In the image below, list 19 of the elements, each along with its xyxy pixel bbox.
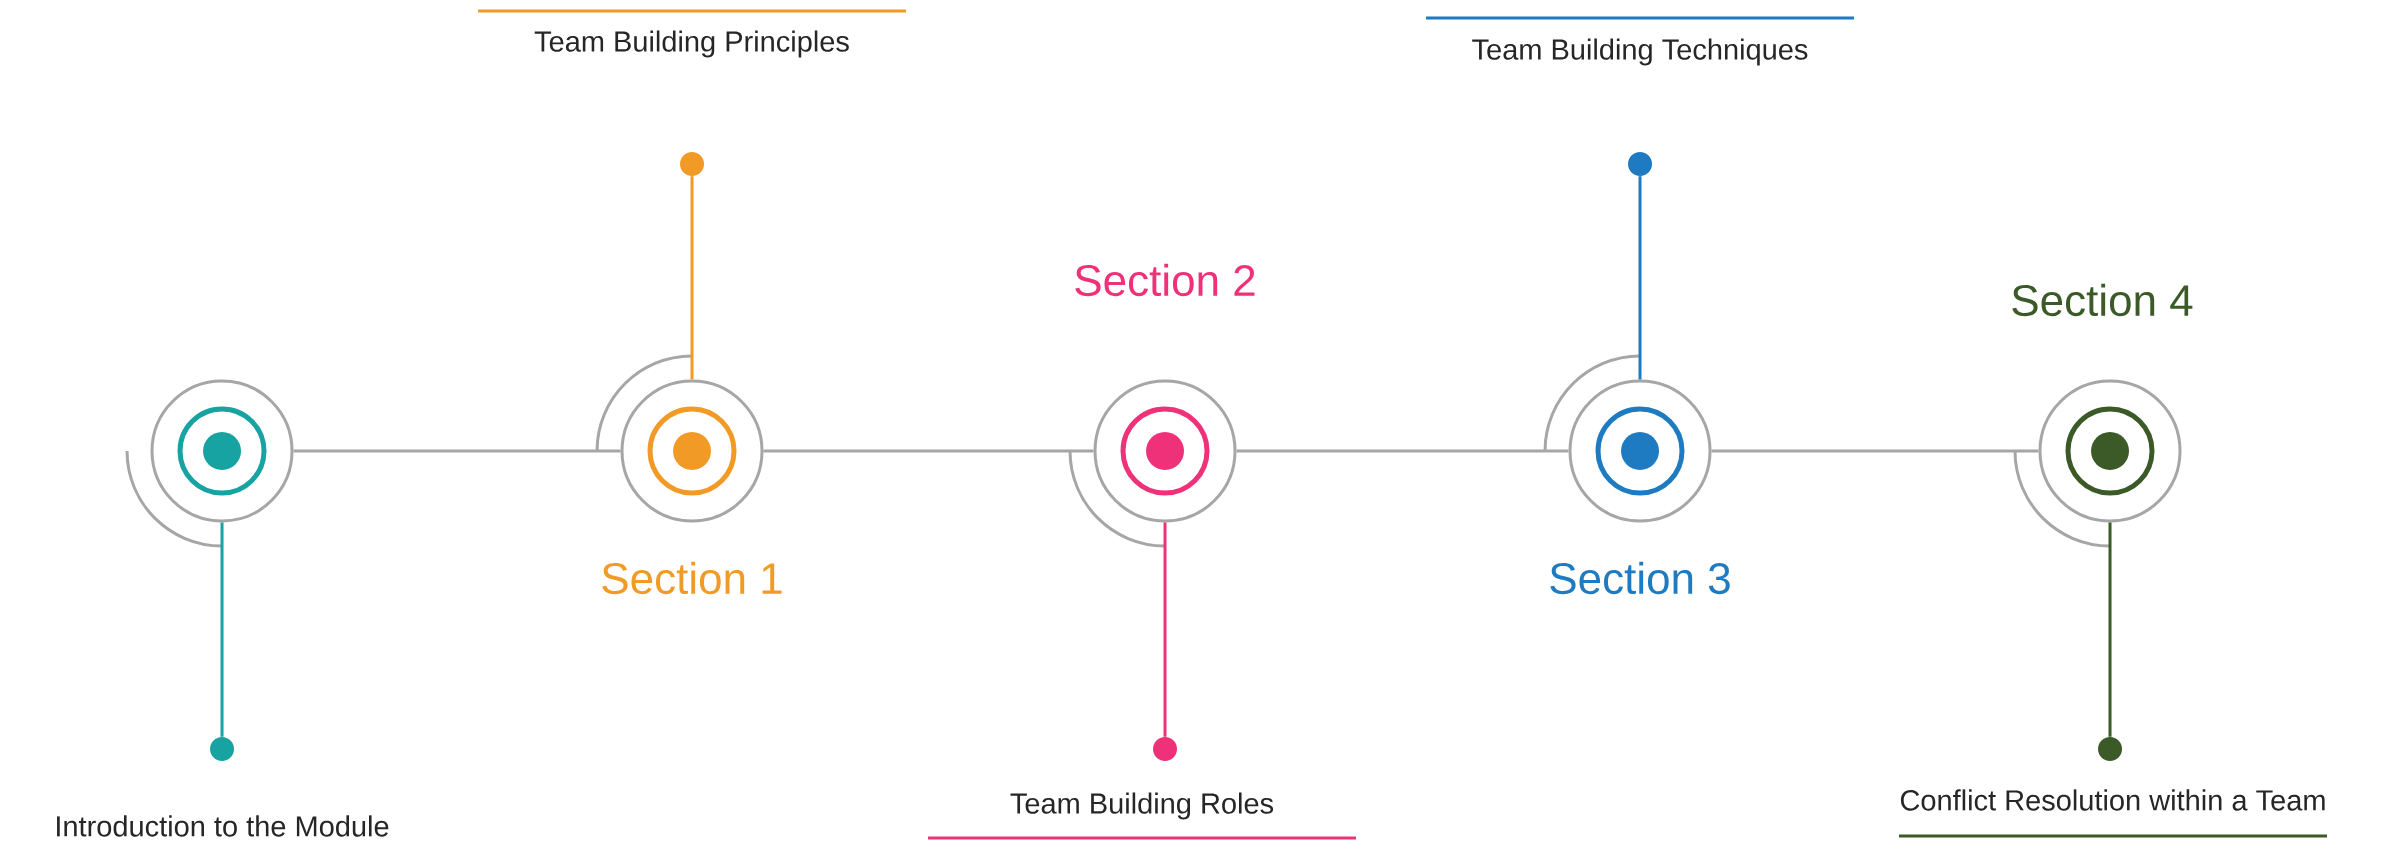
topic-label: Team Building Principles xyxy=(534,30,849,58)
connector-line xyxy=(1711,449,2039,453)
section-label: Section 2 xyxy=(1075,263,1255,297)
leader-line xyxy=(690,176,694,380)
section-label: Section 3 xyxy=(1550,561,1730,595)
topic-label: Team Building Roles xyxy=(1010,792,1274,820)
leader-line xyxy=(1638,176,1642,380)
topic-label: Conflict Resolution within a Team xyxy=(1900,789,2325,811)
connector-line xyxy=(763,449,1094,453)
leader-line xyxy=(2108,522,2112,737)
leader-line xyxy=(1163,522,1167,737)
leader-line xyxy=(220,522,224,737)
topic-label: Introduction to the Module xyxy=(57,815,389,837)
topic-label: Team Building Techniques xyxy=(1472,38,1808,66)
target-marker xyxy=(125,379,294,548)
section-label: Section 4 xyxy=(2012,283,2193,317)
connector-line xyxy=(1236,449,1569,453)
connector-line xyxy=(293,449,621,453)
section-label: Section 1 xyxy=(602,561,782,595)
